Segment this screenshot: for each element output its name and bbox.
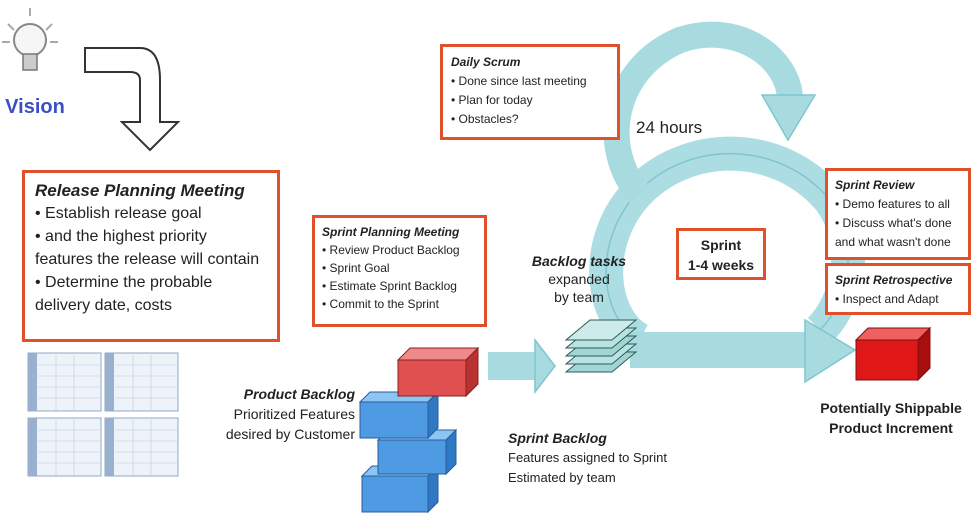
release-planning-line: • Determine the probable bbox=[35, 274, 213, 291]
release-planning-line: features the release will contain bbox=[35, 251, 260, 268]
hours-label: 24 hours bbox=[636, 118, 703, 137]
backlog-tasks-line: expanded bbox=[548, 271, 610, 287]
sprint-planning-line: • Review Product Backlog bbox=[322, 243, 460, 257]
daily-scrum-line: • Obstacles? bbox=[451, 112, 519, 126]
vision-arrow bbox=[84, 47, 181, 152]
release-planning-title: Release Planning Meeting bbox=[35, 181, 245, 200]
sprint-planning-box: Sprint Planning Meeting • Review Product… bbox=[312, 215, 487, 327]
sprint-retrospective-title: Sprint Retrospective bbox=[835, 273, 953, 287]
sprint-planning-title: Sprint Planning Meeting bbox=[322, 225, 460, 239]
backlog-tasks-stack bbox=[564, 319, 638, 373]
product-backlog-line: Prioritized Features bbox=[233, 406, 355, 422]
backlog-flow-arrow bbox=[488, 337, 556, 395]
release-planning-line: • Establish release goal bbox=[35, 205, 202, 222]
calendar-icons bbox=[27, 352, 179, 477]
sprint-label: Sprint bbox=[700, 237, 742, 253]
sprint-planning-line: • Sprint Goal bbox=[322, 261, 390, 275]
daily-loop-arrow bbox=[603, 21, 817, 204]
vision-label: Vision bbox=[5, 96, 65, 118]
sprint-backlog-label: Sprint Backlog Features assigned to Spri… bbox=[508, 428, 667, 488]
sprint-review-line: and what wasn't done bbox=[835, 235, 951, 249]
daily-scrum-box: Daily Scrum • Done since last meeting • … bbox=[440, 44, 620, 140]
backlog-tasks-title: Backlog tasks bbox=[531, 253, 627, 269]
release-planning-box: Release Planning Meeting • Establish rel… bbox=[22, 170, 280, 342]
sprint-backlog-line: Estimated by team bbox=[508, 470, 616, 485]
sprint-review-line: • Demo features to all bbox=[835, 197, 950, 211]
backlog-tasks-line: by team bbox=[554, 289, 604, 305]
sprint-duration-label: 1-4 weeks bbox=[687, 257, 755, 273]
sprint-retrospective-box: Sprint Retrospective • Inspect and Adapt bbox=[825, 263, 971, 315]
daily-scrum-line: • Plan for today bbox=[451, 93, 533, 107]
sprint-duration-box: Sprint 1-4 weeks bbox=[676, 228, 766, 280]
daily-scrum-title: Daily Scrum bbox=[451, 55, 521, 69]
lightbulb-icon bbox=[2, 8, 58, 71]
main-flow-arrow bbox=[630, 318, 857, 384]
sprint-planning-line: • Estimate Sprint Backlog bbox=[322, 279, 457, 293]
calendar-grid bbox=[38, 355, 178, 475]
increment-line: Potentially Shippable bbox=[820, 400, 962, 416]
product-backlog-label: Product Backlog Prioritized Features des… bbox=[205, 384, 355, 444]
calendar-sidebars bbox=[28, 353, 114, 476]
sprint-review-title: Sprint Review bbox=[835, 178, 915, 192]
backlog-tasks-label: Backlog tasks expanded by team bbox=[520, 252, 638, 306]
release-planning-line: delivery date, costs bbox=[35, 297, 172, 314]
sprint-backlog-line: Features assigned to Sprint bbox=[508, 450, 667, 465]
product-backlog-title: Product Backlog bbox=[243, 386, 355, 402]
sprint-retrospective-line: • Inspect and Adapt bbox=[835, 292, 939, 306]
release-planning-line: • and the highest priority bbox=[35, 228, 207, 245]
increment-line: Product Increment bbox=[829, 420, 953, 436]
product-backlog-line: desired by Customer bbox=[225, 426, 355, 442]
product-increment-block bbox=[854, 326, 932, 382]
product-backlog-blocks bbox=[358, 346, 480, 514]
sprint-backlog-title: Sprint Backlog bbox=[508, 430, 607, 446]
increment-label: Potentially Shippable Product Increment bbox=[808, 398, 974, 438]
daily-scrum-line: • Done since last meeting bbox=[451, 74, 587, 88]
sprint-review-box: Sprint Review • Demo features to all • D… bbox=[825, 168, 971, 260]
sprint-review-line: • Discuss what's done bbox=[835, 216, 952, 230]
sprint-planning-line: • Commit to the Sprint bbox=[322, 297, 439, 311]
